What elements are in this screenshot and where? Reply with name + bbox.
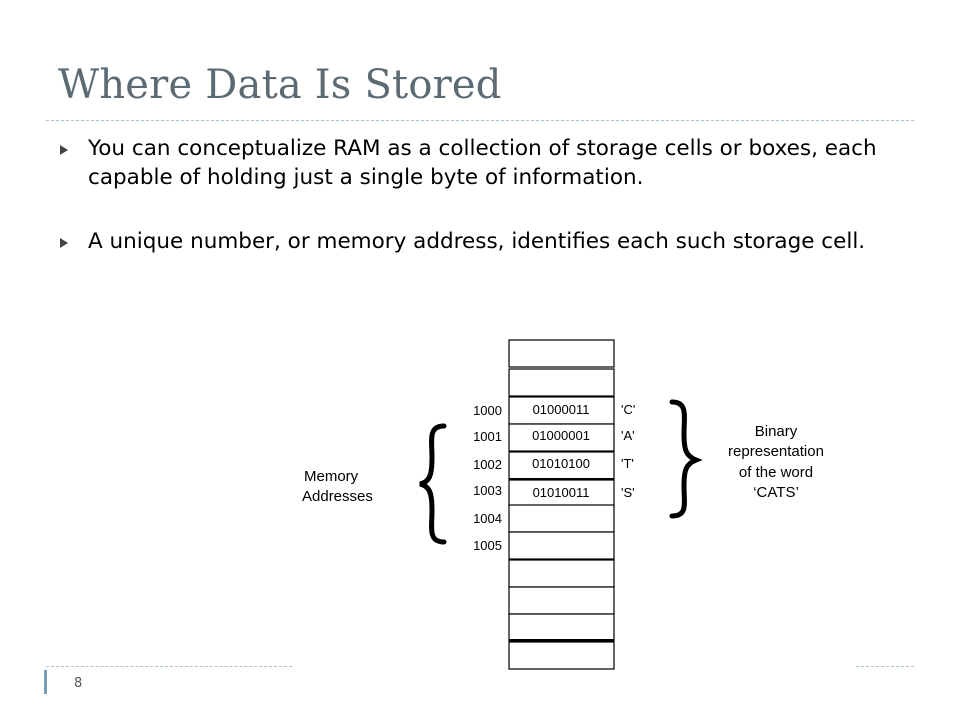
bullet-list: You can conceptualize RAM as a collectio… (58, 134, 918, 291)
byte-value: 01000011 (533, 402, 590, 417)
memory-cell (508, 368, 615, 397)
char-value: 'A' (621, 428, 635, 443)
memory-cells (508, 339, 615, 670)
memory-cell (508, 586, 615, 615)
memory-address: 1005 (473, 538, 502, 553)
memory-address: 1002 (473, 457, 502, 472)
binary-representation-label: Binary (755, 423, 798, 440)
memory-cell (508, 504, 615, 533)
footer-divider-left (46, 666, 292, 667)
memory-address: 1000 (473, 403, 502, 418)
memory-cell (508, 339, 615, 368)
char-value: 'T' (621, 456, 634, 471)
byte-value: 01010011 (533, 485, 590, 500)
slide-number: 8 (74, 676, 83, 691)
bullet-text: You can conceptualize RAM as a collectio… (88, 136, 877, 190)
memory-cell (508, 479, 615, 508)
memory-cell (508, 423, 615, 452)
bullet-item: You can conceptualize RAM as a collectio… (58, 134, 918, 192)
footer-divider-right (856, 666, 914, 667)
memory-cell (508, 531, 615, 560)
memory-address: 1001 (473, 429, 502, 444)
binary-representation-label: ‘CATS’ (753, 484, 799, 501)
char-value: 'S' (621, 485, 635, 500)
left-brace (419, 423, 447, 545)
memory-address: 1004 (473, 511, 502, 526)
title-divider (46, 120, 914, 121)
footer-accent-bar (44, 670, 47, 694)
memory-cell (508, 451, 615, 480)
memory-cell (508, 396, 615, 425)
memory-address: 1003 (473, 483, 502, 498)
byte-value: 01010100 (532, 456, 590, 471)
memory-addresses-label: Addresses (302, 488, 373, 505)
memory-cell (508, 613, 615, 642)
right-brace (669, 399, 703, 519)
memory-cell (508, 559, 615, 588)
bullet-text: A unique number, or memory address, iden… (88, 229, 866, 254)
memory-addresses-label: Memory (304, 468, 359, 485)
memory-cell (508, 641, 615, 670)
byte-value: 01000001 (532, 428, 590, 443)
binary-representation-label: of the word (739, 464, 813, 481)
triangle-bullet-icon (60, 238, 68, 248)
slide-title: Where Data Is Stored (58, 62, 502, 108)
binary-representation-label: representation (728, 443, 824, 460)
bullet-item: A unique number, or memory address, iden… (58, 227, 918, 256)
char-value: 'C' (621, 402, 635, 417)
triangle-bullet-icon (60, 145, 68, 155)
